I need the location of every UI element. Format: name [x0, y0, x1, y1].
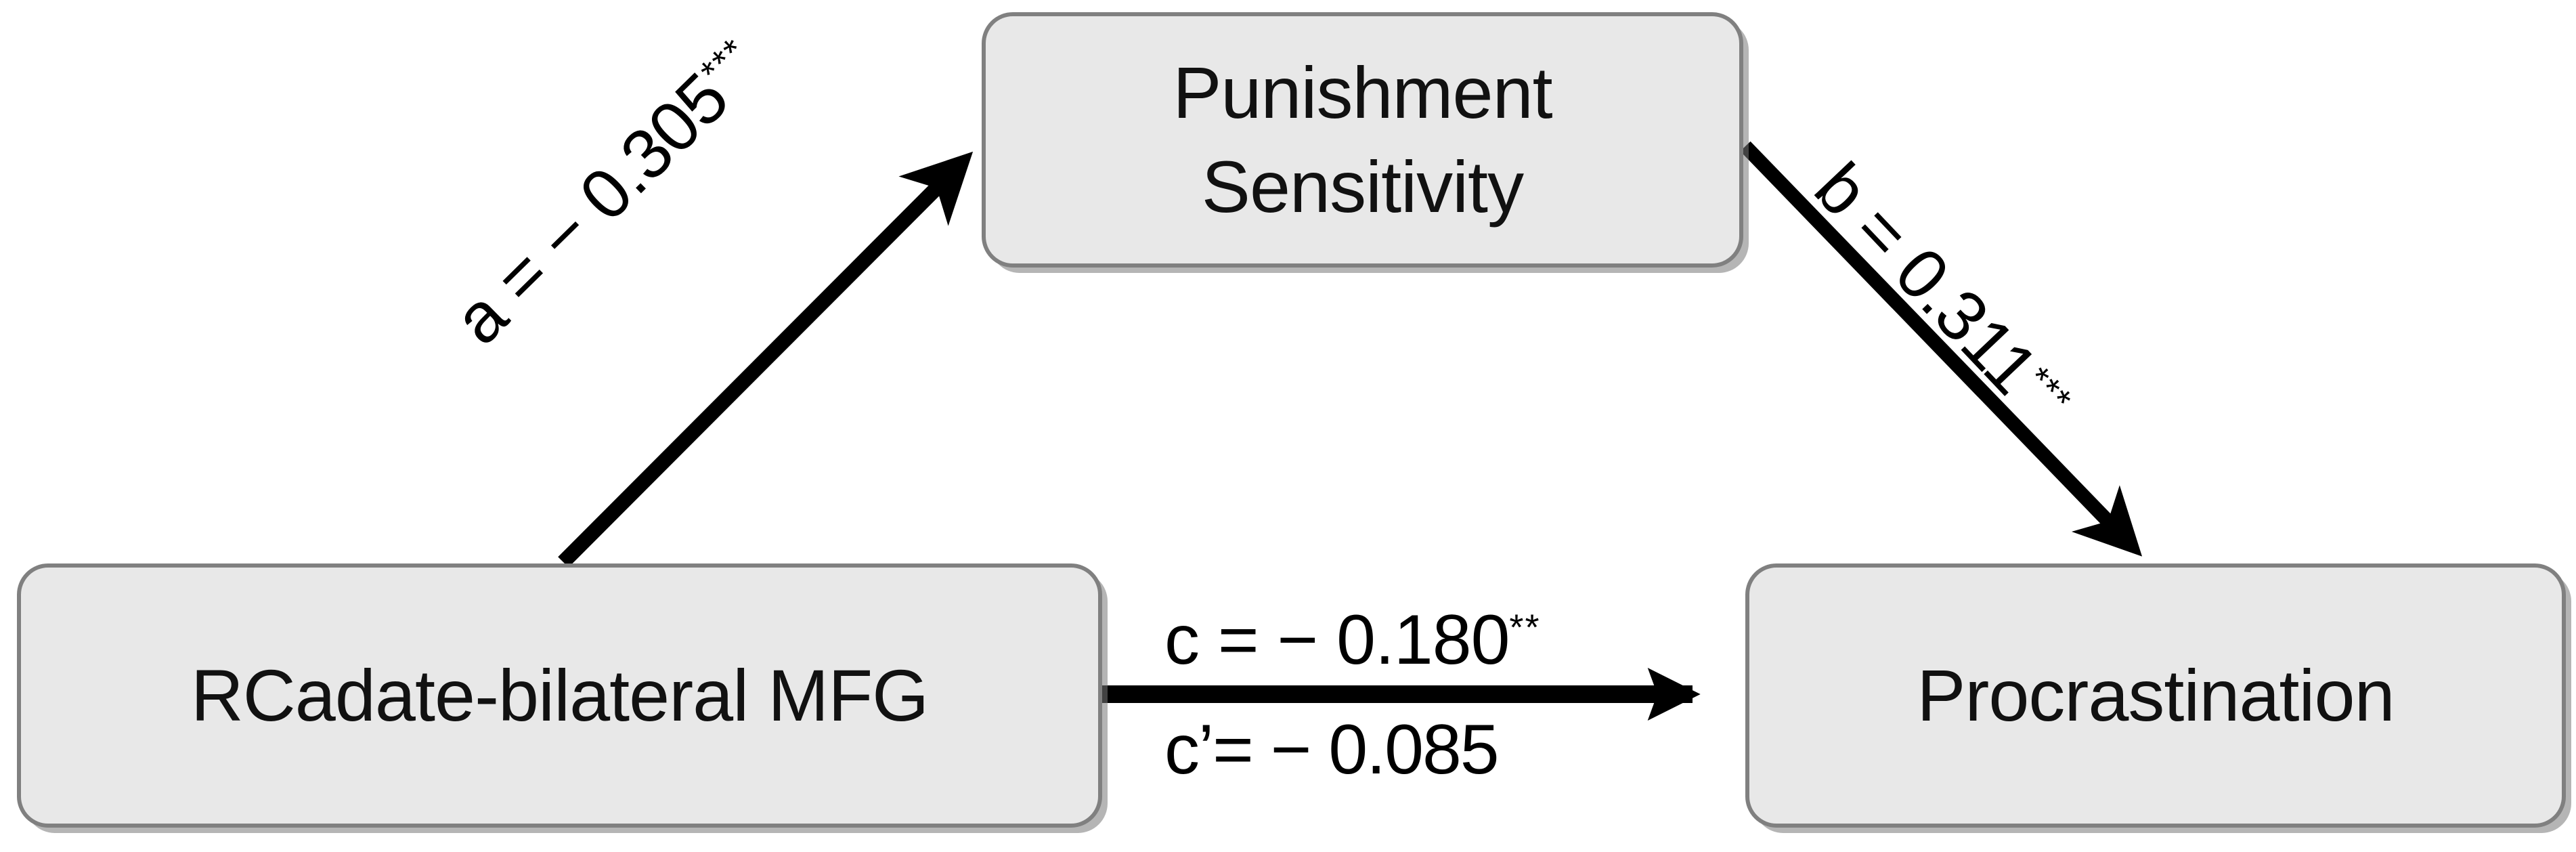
edge-label-path-c: c = − 0.180** [1164, 600, 1541, 681]
node-mediator-label-line2: Sensitivity [1201, 145, 1524, 228]
edge-label-b-text: b = 0.311 [1799, 148, 2053, 409]
edge-label-a-text: a = − 0.305 [439, 58, 743, 360]
node-punishment-sensitivity: Punishment Sensitivity [982, 12, 1743, 268]
edge-label-path-b: b = 0.311*** [1799, 148, 2085, 444]
node-procrastination: Procrastination [1745, 563, 2566, 828]
edge-label-c-significance: ** [1509, 607, 1541, 648]
edge-label-c-prime-text: c’= − 0.085 [1164, 710, 1500, 789]
node-mediator-label-line1: Punishment [1173, 51, 1552, 134]
node-rcadate-bilateral-mfg: RCadate-bilateral MFG [17, 563, 1102, 828]
node-predictor-label: RCadate-bilateral MFG [190, 654, 929, 736]
edge-label-c-text: c = − 0.180 [1164, 601, 1510, 679]
edge-label-path-c-prime: c’= − 0.085 [1164, 710, 1500, 790]
node-outcome-label: Procrastination [1917, 654, 2395, 736]
edge-label-path-a: a = − 0.305*** [439, 25, 777, 360]
